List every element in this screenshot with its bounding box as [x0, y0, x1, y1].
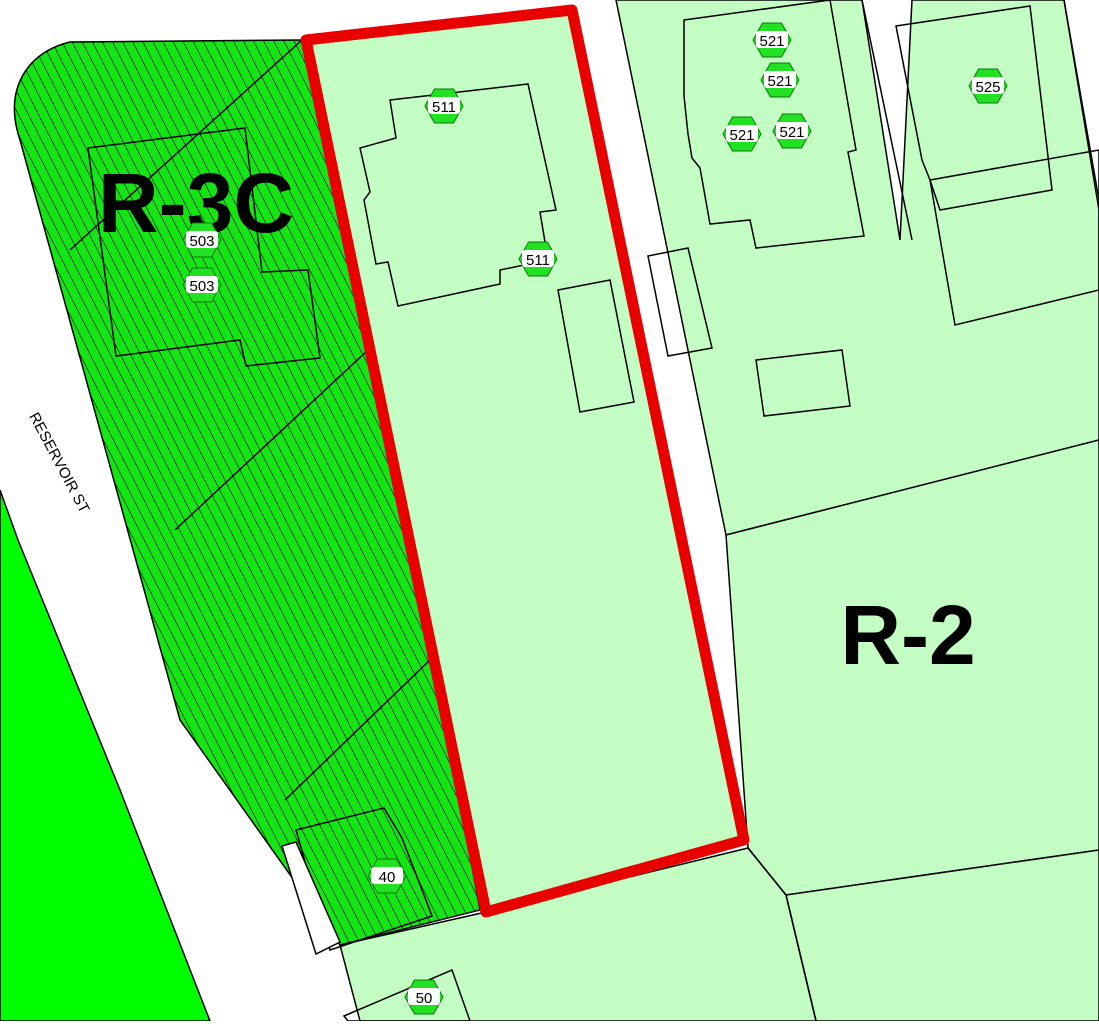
address-marker-50: 50: [404, 979, 444, 1015]
address-marker-label: 521: [729, 127, 754, 144]
open-space-zone: [0, 489, 212, 1022]
r3c-lot-lines: [69, 40, 431, 801]
address-marker-label: 511: [432, 99, 456, 116]
parcel-line: [861, 0, 913, 241]
building-511: [359, 83, 557, 307]
address-markers: 511 511 503 503 521 521 521 521 525 40 50: [182, 22, 1008, 1015]
address-marker-521: 521: [722, 116, 762, 152]
address-marker-511: 511: [424, 88, 464, 124]
building-525: [895, 5, 1053, 211]
address-marker-label-bg: [408, 988, 440, 1005]
address-marker-503: 503: [182, 222, 222, 258]
address-marker-label-bg: [776, 122, 808, 139]
address-marker-525: 525: [968, 68, 1008, 104]
address-marker-label-bg: [756, 31, 788, 48]
address-marker-label-bg: [186, 276, 218, 293]
address-marker-label-bg: [428, 97, 460, 114]
address-marker-521: 521: [760, 62, 800, 98]
address-marker-label-bg: [186, 231, 218, 248]
address-marker-label: 50: [416, 990, 433, 1007]
garage-521: [755, 349, 851, 417]
building-r2-north-rear: [929, 149, 1099, 326]
address-marker-label: 525: [975, 79, 1000, 96]
address-marker-label: 503: [189, 278, 214, 295]
address-marker-label: 521: [779, 124, 804, 141]
address-marker-503: 503: [182, 267, 222, 303]
outbuilding-511: [557, 279, 635, 413]
address-marker-label-bg: [371, 867, 403, 884]
building-40-annex: [281, 841, 341, 956]
address-marker-label-bg: [522, 250, 554, 267]
address-marker-label: 521: [767, 73, 792, 90]
address-marker-label: 40: [379, 869, 396, 886]
address-marker-label: 511: [526, 252, 550, 269]
address-marker-label-bg: [726, 125, 758, 142]
zone-r3c-hatching: [14, 40, 480, 945]
parcel-line: [747, 847, 787, 896]
parcel-line: [1063, 0, 1099, 201]
address-marker-label-bg: [764, 71, 796, 88]
subject-parcel-outline: [300, 4, 750, 918]
address-marker-label: 521: [759, 33, 784, 50]
building-503: [87, 127, 321, 367]
zone-label-r2: R-2: [840, 588, 975, 682]
address-marker-40: 40: [367, 858, 407, 894]
address-marker-521: 521: [752, 22, 792, 58]
address-marker-label-bg: [972, 77, 1004, 94]
address-marker-521: 521: [772, 113, 812, 149]
address-marker-511: 511: [518, 241, 558, 277]
parcel-line: [785, 894, 817, 1022]
building-521: [683, 0, 865, 249]
address-marker-label: 503: [189, 233, 214, 250]
driveway-structure: [647, 247, 713, 357]
